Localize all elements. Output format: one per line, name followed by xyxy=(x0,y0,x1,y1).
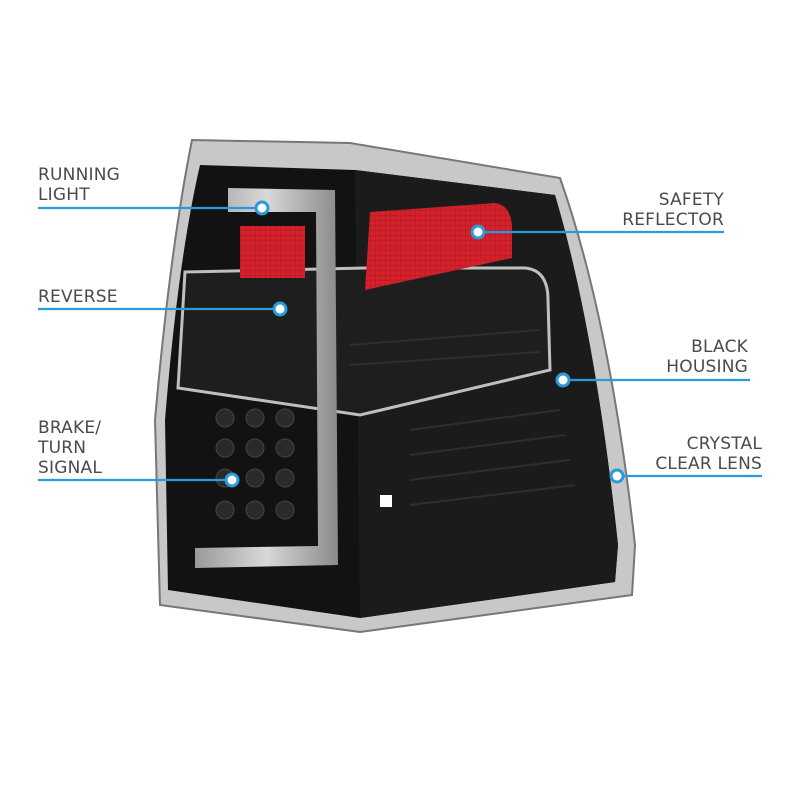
label-line: SIGNAL xyxy=(38,458,102,478)
running-light-bar xyxy=(195,188,338,568)
label-safety-reflector: SAFETY REFLECTOR xyxy=(622,190,724,230)
label-line: REVERSE xyxy=(38,287,118,307)
label-line: CLEAR LENS xyxy=(655,454,762,474)
label-line: LIGHT xyxy=(38,185,90,205)
label-line: BRAKE/ xyxy=(38,418,102,438)
label-line: SAFETY xyxy=(658,190,724,210)
label-line: TURN xyxy=(38,438,87,458)
label-black-housing: BLACK HOUSING xyxy=(666,337,748,377)
safety-reflector xyxy=(365,203,512,290)
label-line: HOUSING xyxy=(666,357,748,377)
label-reverse: REVERSE xyxy=(38,287,118,307)
label-brake-turn-signal: BRAKE/ TURN SIGNAL xyxy=(38,418,102,478)
label-line: RUNNING xyxy=(38,165,120,185)
label-line: REFLECTOR xyxy=(622,210,724,230)
label-running-light: RUNNING LIGHT xyxy=(38,165,120,205)
label-line: BLACK xyxy=(691,337,748,357)
label-line: CRYSTAL xyxy=(686,434,762,454)
reverse-lens xyxy=(176,266,552,417)
label-crystal-clear-lens: CRYSTAL CLEAR LENS xyxy=(655,434,762,474)
callout-dots xyxy=(224,200,625,488)
